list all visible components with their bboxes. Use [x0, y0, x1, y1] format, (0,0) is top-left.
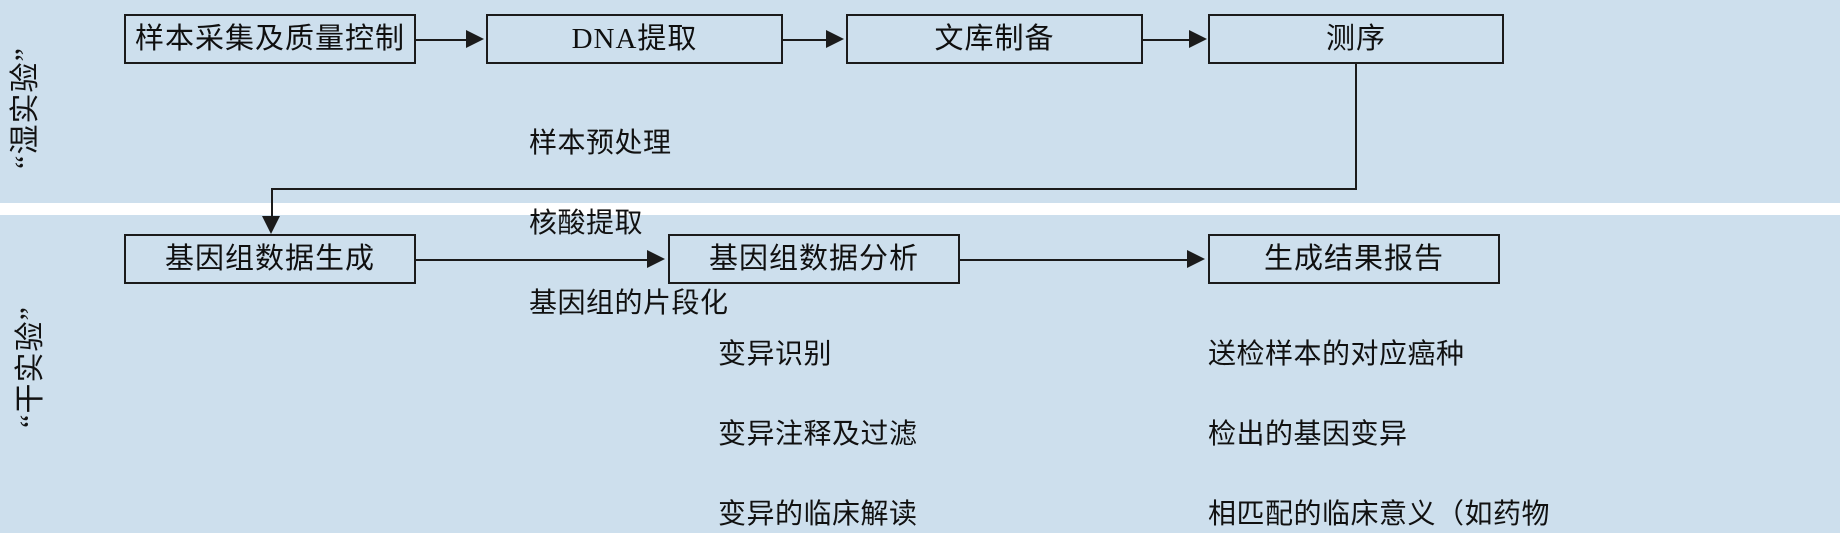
connector-dna-to-library [783, 39, 828, 41]
detail-item: 变异注释及过滤 [718, 419, 918, 450]
node-genomic-data-generation[interactable]: 基因组数据生成 [124, 234, 416, 284]
connector-analysis-to-report [960, 259, 1188, 261]
connector-sampleqc-to-dna [416, 39, 468, 41]
arrowhead-datagen-to-analysis [647, 250, 665, 268]
detail-item: 送检样本的对应癌种 [1208, 339, 1465, 370]
detail-item: 变异的临床解读 [718, 499, 918, 530]
connector-sequencing-to-datagen-horizontal [271, 188, 1357, 190]
lane-label-dry: “干实验” [14, 306, 47, 428]
node-sequencing[interactable]: 测序 [1208, 14, 1504, 64]
detail-item: 变异识别 [718, 339, 833, 370]
connector-datagen-to-analysis [416, 259, 648, 261]
node-genomic-data-analysis[interactable]: 基因组数据分析 [668, 234, 960, 284]
arrowhead-library-to-sequencing [1189, 30, 1207, 48]
arrowhead-into-data-generation [262, 216, 280, 234]
node-dna-extraction[interactable]: DNA提取 [486, 14, 783, 64]
connector-library-to-sequencing [1143, 39, 1191, 41]
detail-list-report: 送检样本的对应癌种 检出的基因变异 相匹配的临床意义（如药物 敏感性信息）及其证… [1208, 295, 1668, 533]
arrowhead-sampleqc-to-dna [466, 30, 484, 48]
arrowhead-analysis-to-report [1187, 250, 1205, 268]
node-sample-collection-qc[interactable]: 样本采集及质量控制 [124, 14, 416, 64]
detail-item: 相匹配的临床意义（如药物 [1208, 499, 1551, 530]
detail-item: 检出的基因变异 [1208, 419, 1408, 450]
detail-item: 样本预处理 [529, 128, 672, 159]
arrowhead-dna-to-library [826, 30, 844, 48]
node-library-prep[interactable]: 文库制备 [846, 14, 1143, 64]
connector-sequencing-down [1355, 64, 1357, 189]
detail-item: 核酸提取 [529, 208, 644, 239]
detail-list-dna-extraction: 样本预处理 核酸提取 基因组的片段化 [529, 84, 859, 364]
detail-item: 基因组的片段化 [529, 288, 729, 319]
connector-datagen-down [271, 188, 273, 218]
lane-label-wet: “湿实验” [9, 47, 42, 169]
detail-list-data-analysis: 变异识别 变异注释及过滤 变异的临床解读 [718, 295, 1078, 533]
node-generate-report[interactable]: 生成结果报告 [1208, 234, 1500, 284]
lane-divider [0, 203, 1840, 215]
